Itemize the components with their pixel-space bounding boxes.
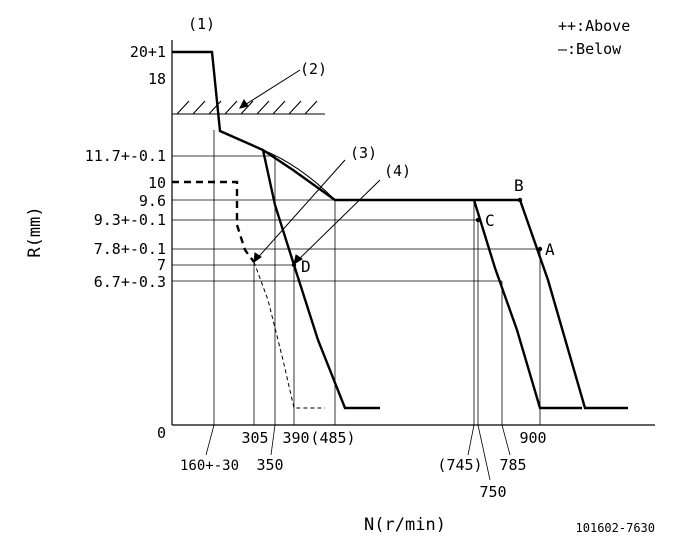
marker-a — [537, 246, 543, 252]
y-tick-label: 10 — [148, 174, 166, 192]
leader-2-arrow — [239, 99, 249, 109]
full-load-curve — [172, 50, 628, 410]
x-axis-title: N(r/min) — [364, 515, 446, 535]
x-tick-leader — [467, 424, 475, 456]
leader-3 — [253, 159, 346, 263]
curve-c — [472, 199, 582, 410]
point-markers — [291, 197, 543, 268]
leader-4-arrow — [293, 254, 303, 266]
y-tick-label: 7 — [157, 256, 166, 274]
y-tick-label: 11.7+-0.1 — [85, 147, 166, 165]
hatch-stroke — [256, 100, 270, 115]
x-tick-leader — [270, 424, 276, 456]
callout-2: (2) — [300, 60, 327, 78]
marker-c — [475, 217, 481, 223]
y-tick-label: 9.6 — [139, 192, 166, 210]
labels: (1) (2) (3) (4) ++:Above —:Below 20+1 18… — [25, 15, 655, 535]
legend-above: ++:Above — [558, 17, 630, 35]
y-tick-label: 0 — [157, 424, 166, 442]
leader-4 — [293, 179, 381, 265]
x-tick-leader — [501, 424, 511, 456]
hatch-stroke — [288, 100, 302, 115]
curves — [172, 50, 628, 410]
curve-3-dashed-thin — [253, 261, 325, 409]
y-tick-label: 9.3+-0.1 — [94, 211, 166, 229]
x-tick-leader — [477, 424, 491, 481]
hatch-stroke — [272, 100, 286, 115]
x-tick-label: (745) — [437, 456, 482, 474]
x-tick-label: 900 — [519, 429, 546, 447]
hatch-stroke — [240, 100, 254, 115]
callout-leaders — [239, 69, 381, 266]
point-label-d: D — [301, 257, 311, 276]
y-tick-label: 18 — [148, 70, 166, 88]
x-tick-leader — [205, 424, 215, 456]
x-tick-label: 350 — [256, 456, 283, 474]
reference-lines — [172, 130, 541, 425]
x-tick-label: 390 — [282, 429, 309, 447]
leader-2 — [239, 69, 301, 109]
curve-3-dashed-thick — [172, 180, 255, 263]
x-tick-label: 785 — [499, 456, 526, 474]
y-axis-title: R(mm) — [25, 206, 45, 257]
y-tick-label: 6.7+-0.3 — [94, 273, 166, 291]
x-tick-label: 160+-30 — [180, 458, 239, 474]
x-tick-label: (485) — [310, 429, 355, 447]
hatch-stroke — [176, 100, 190, 115]
y-tick-label: 20+1 — [130, 43, 166, 61]
callout-1: (1) — [188, 15, 215, 33]
hatch-stroke — [208, 100, 222, 115]
axes — [171, 40, 655, 426]
marker-b — [517, 197, 523, 203]
hatch-stroke — [192, 100, 206, 115]
point-label-a: A — [545, 240, 555, 259]
curve-4 — [261, 149, 380, 410]
stop-hatch — [172, 100, 325, 115]
x-tick-label: 750 — [479, 483, 506, 501]
point-label-c: C — [485, 211, 495, 230]
x-tick-label: 305 — [241, 429, 268, 447]
hatch-stroke — [224, 100, 238, 115]
hatch-stroke — [304, 100, 318, 115]
callout-4: (4) — [384, 162, 411, 180]
leader-3-arrow — [253, 252, 262, 264]
figure-id: 101602-7630 — [576, 521, 655, 535]
legend-below: —:Below — [558, 40, 622, 58]
point-label-b: B — [514, 176, 524, 195]
callout-3: (3) — [350, 144, 377, 162]
y-tick-label: 7.8+-0.1 — [94, 240, 166, 258]
curve-thin-arc — [262, 149, 336, 201]
